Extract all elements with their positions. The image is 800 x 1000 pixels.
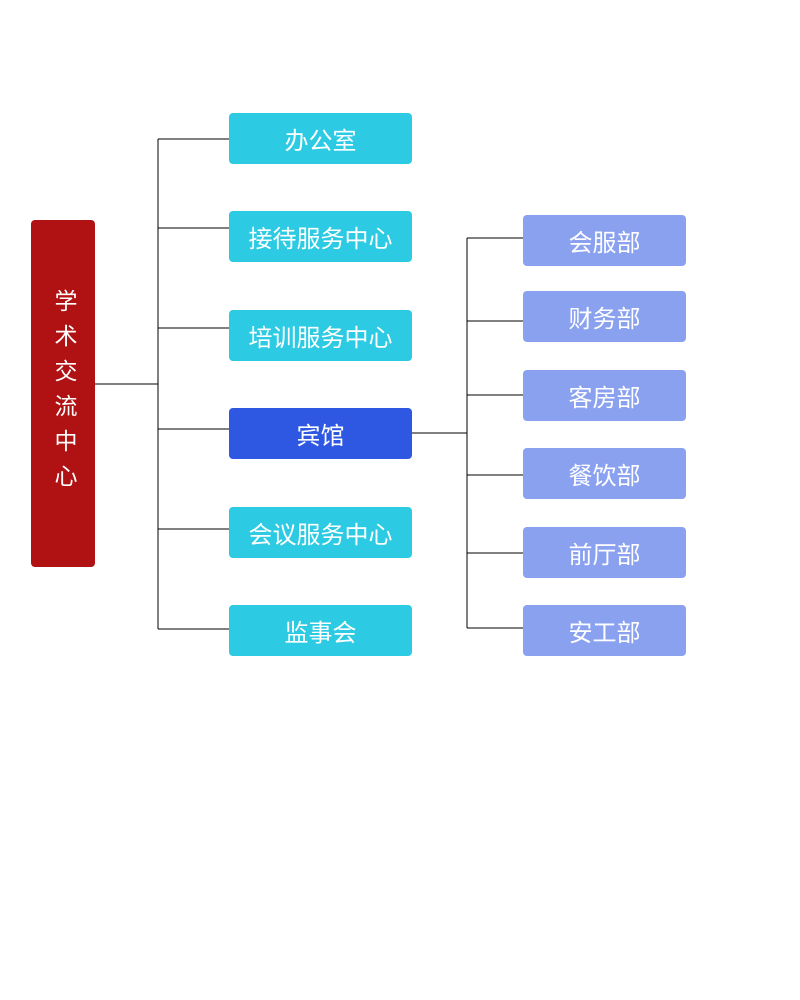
department-node-label: 接待服务中心 <box>248 225 393 253</box>
hotel-department-node-label: 餐饮部 <box>568 462 641 490</box>
hotel-department-node-label: 安工部 <box>568 619 641 647</box>
root-node[interactable]: 学术交流中心 <box>31 220 95 567</box>
hotel-department-node-label: 财务部 <box>568 305 641 333</box>
department-node-reception-center[interactable]: 接待服务中心 <box>229 211 412 262</box>
department-node-label: 培训服务中心 <box>248 324 393 352</box>
root-node-label: 学术交流中心 <box>50 288 76 499</box>
hotel-department-node-finance[interactable]: 财务部 <box>523 291 686 342</box>
department-node-supervisory-board[interactable]: 监事会 <box>229 605 412 656</box>
department-node-label: 办公室 <box>284 127 357 155</box>
department-node-office[interactable]: 办公室 <box>229 113 412 164</box>
department-node-label: 会议服务中心 <box>248 521 393 549</box>
department-node-conference-center[interactable]: 会议服务中心 <box>229 507 412 558</box>
hotel-department-node-label: 会服部 <box>568 229 641 257</box>
department-node-label: 宾馆 <box>296 422 345 450</box>
hotel-department-node-front-office[interactable]: 前厅部 <box>523 527 686 578</box>
department-node-label: 监事会 <box>284 619 357 647</box>
hotel-department-node-security-engineering[interactable]: 安工部 <box>523 605 686 656</box>
hotel-department-node-label: 前厅部 <box>568 541 641 569</box>
hotel-department-node-catering[interactable]: 餐饮部 <box>523 448 686 499</box>
department-node-training-center[interactable]: 培训服务中心 <box>229 310 412 361</box>
hotel-department-node-label: 客房部 <box>568 384 641 412</box>
hotel-department-node-housekeeping[interactable]: 客房部 <box>523 370 686 421</box>
hotel-department-node-conference-service[interactable]: 会服部 <box>523 215 686 266</box>
department-node-hotel[interactable]: 宾馆 <box>229 408 412 459</box>
